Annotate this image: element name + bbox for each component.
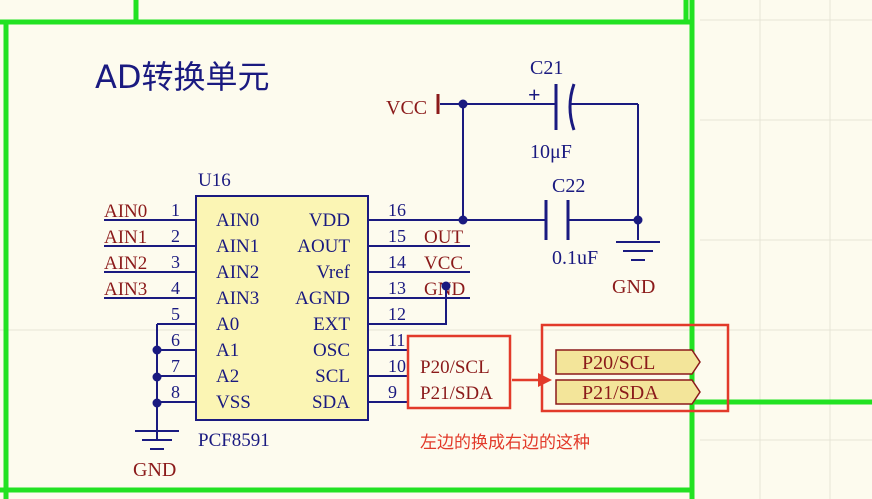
ic-designator: U16 [198, 170, 231, 191]
gnd-symbol-left[interactable] [135, 430, 179, 450]
capacitor-c22[interactable]: C22 0.1uF [544, 175, 598, 269]
net-label[interactable]: P20/SCL [420, 357, 490, 378]
pin-name: Vref [316, 262, 350, 283]
block-title: AD转换单元 [95, 58, 270, 96]
pin-name: AIN1 [216, 236, 259, 257]
pin-number: 14 [388, 252, 406, 272]
c22-value: 0.1uF [552, 247, 598, 269]
pin-name: AIN3 [216, 288, 259, 309]
port-p20-scl-label: P20/SCL [582, 352, 655, 374]
net-label[interactable]: VCC [424, 253, 463, 274]
pin-number: 13 [388, 278, 406, 298]
pin-number: 5 [171, 304, 180, 324]
pin-name: VDD [309, 210, 350, 231]
ic-right-pins: 16VDD15AOUTOUT14VrefVCC13AGNDGND12EXT11O… [295, 200, 493, 413]
gnd-left-label: GND [133, 459, 176, 481]
pin-number: 9 [388, 382, 397, 402]
port-p21-sda-label: P21/SDA [582, 382, 659, 404]
pin-name: AIN0 [216, 210, 259, 231]
c21-polarity-mark: + [528, 82, 541, 107]
pin-name: A0 [216, 314, 239, 335]
vcc-power-label: VCC [386, 97, 427, 119]
pin-name: VSS [216, 392, 251, 413]
port-p20-scl[interactable]: P20/SCL [555, 349, 701, 375]
c21-ref: C21 [530, 57, 563, 79]
c21-value: 10μF [530, 141, 572, 163]
junction-dots [152, 99, 643, 408]
net-label[interactable]: P21/SDA [420, 383, 493, 404]
ic-part-number: PCF8591 [198, 430, 270, 451]
net-label[interactable]: OUT [424, 227, 463, 248]
c22-ref: C22 [552, 175, 585, 197]
pin-name: AGND [295, 288, 350, 309]
pin-number: 1 [171, 200, 180, 220]
gnd-right-label: GND [612, 276, 655, 298]
pin-name: A2 [216, 366, 239, 387]
net-label[interactable]: AIN0 [104, 201, 147, 222]
pin-number: 15 [388, 226, 406, 246]
pin-name: EXT [313, 314, 350, 335]
pin-number: 10 [388, 356, 406, 376]
highlight-box-right [540, 323, 730, 413]
pin-number: 7 [171, 356, 180, 376]
pin-number: 16 [388, 200, 406, 220]
pin-name: AIN2 [216, 262, 259, 283]
net-label[interactable]: AIN3 [104, 279, 147, 300]
pin-number: 2 [171, 226, 180, 246]
pin-number: 8 [171, 382, 180, 402]
pin-number: 3 [171, 252, 180, 272]
gnd-symbol-right[interactable] [616, 241, 660, 261]
pin-number: 12 [388, 304, 406, 324]
pin-name: AOUT [297, 236, 350, 257]
pin-name: A1 [216, 340, 239, 361]
pin-name: OSC [313, 340, 350, 361]
pin-number: 4 [171, 278, 180, 298]
capacitor-c21[interactable]: + C21 10μF [528, 57, 600, 163]
pin-number: 6 [171, 330, 180, 350]
annotation-note: 左边的换成右边的这种 [420, 433, 590, 453]
arrow-right-icon [512, 373, 552, 387]
net-label[interactable]: AIN2 [104, 253, 147, 274]
port-p21-sda[interactable]: P21/SDA [555, 379, 701, 405]
pin-number: 11 [388, 330, 405, 350]
pin-name: SCL [315, 366, 350, 387]
highlight-box-left [406, 334, 512, 410]
ic-body[interactable] [195, 195, 369, 421]
pin-name: SDA [312, 392, 350, 413]
vcc-power-port[interactable]: VCC [386, 94, 440, 119]
net-label[interactable]: AIN1 [104, 227, 147, 248]
